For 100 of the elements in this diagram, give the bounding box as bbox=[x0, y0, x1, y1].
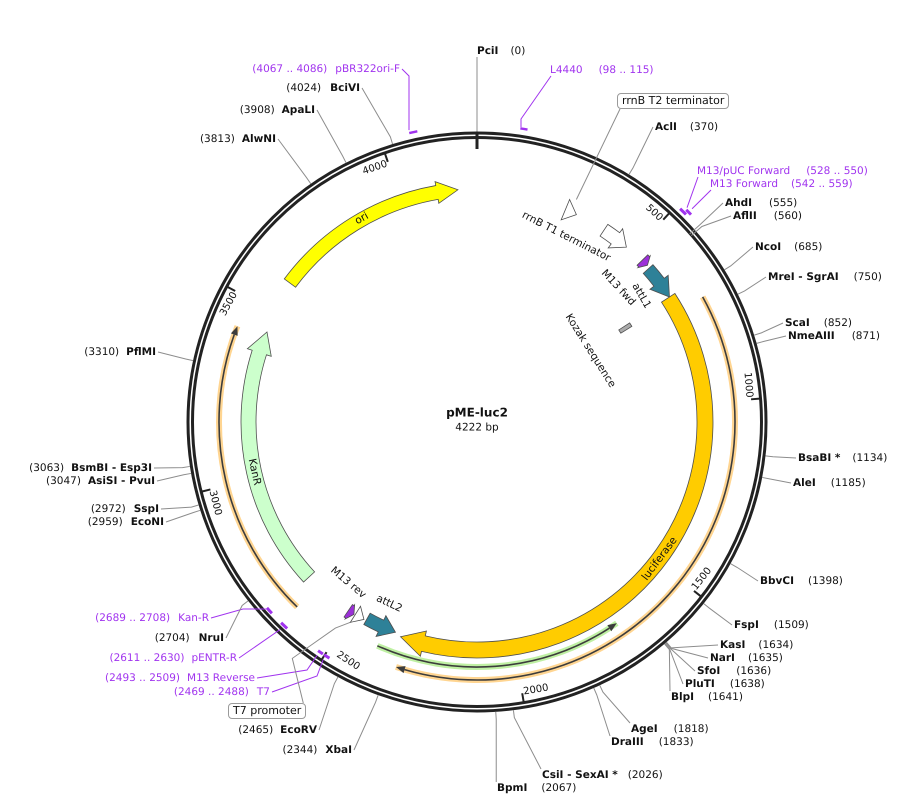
feature-block bbox=[363, 612, 396, 637]
tick-label: 3000 bbox=[206, 489, 224, 517]
restriction-enzyme-name: AflII bbox=[733, 210, 757, 222]
restriction-enzyme-name: BciVI bbox=[330, 82, 360, 94]
restriction-enzyme-name: PciI bbox=[477, 45, 498, 57]
restriction-enzyme-name: AsiSI - PvuI bbox=[88, 475, 155, 487]
restriction-enzyme-name: AgeI bbox=[631, 723, 658, 735]
primer-name: pBR322ori-F bbox=[335, 63, 400, 75]
primer-name: M13 Reverse bbox=[187, 672, 255, 684]
cut-site-position: (1638) bbox=[730, 678, 765, 690]
leader-line bbox=[756, 336, 786, 344]
leader-line bbox=[158, 352, 194, 362]
cut-site-position: (1509) bbox=[774, 619, 809, 631]
primer-name: L4440 bbox=[550, 64, 583, 76]
cut-site-position: (1635) bbox=[748, 652, 783, 664]
leader-line bbox=[256, 654, 318, 678]
restriction-enzyme-name: PluTI bbox=[685, 678, 715, 690]
leader-line bbox=[593, 688, 610, 736]
primer-position: (2611 .. 2630) bbox=[109, 652, 184, 664]
tick-label: 3500 bbox=[218, 290, 240, 318]
leader-line bbox=[765, 455, 796, 458]
cut-site-position: (3908) bbox=[240, 104, 275, 116]
leader-line bbox=[156, 472, 192, 482]
restriction-enzyme-name: FspI bbox=[734, 619, 759, 631]
restriction-enzyme-name: KasI bbox=[720, 639, 746, 651]
feature-block bbox=[350, 605, 364, 623]
primer-position: (542 .. 559) bbox=[790, 178, 853, 190]
tick-label: 1000 bbox=[742, 372, 756, 398]
primer-position: (2493 .. 2509) bbox=[105, 672, 180, 684]
leader-line bbox=[737, 276, 766, 295]
leader-line bbox=[476, 56, 478, 132]
primer-binding-mark bbox=[408, 130, 418, 134]
leader-line bbox=[762, 476, 792, 484]
leader-line bbox=[690, 216, 732, 236]
plasmid-name: pME-luc2 bbox=[446, 406, 508, 420]
leader-line bbox=[226, 600, 249, 638]
feature-label: attL2 bbox=[374, 593, 404, 615]
cut-site-position: (555) bbox=[769, 197, 798, 209]
restriction-enzyme-name: AleI bbox=[793, 477, 816, 489]
leader-line bbox=[402, 68, 410, 131]
leader-line bbox=[272, 658, 324, 692]
cut-site-position: (1634) bbox=[758, 639, 794, 651]
restriction-enzyme-name: BsmBI - Esp3I bbox=[71, 462, 152, 474]
cut-site-position: (1134) bbox=[852, 452, 888, 464]
cut-site-position: (4024) bbox=[286, 82, 322, 94]
feature-block bbox=[636, 254, 651, 268]
restriction-enzyme-name: CsiI - SexAI * bbox=[542, 769, 618, 781]
leader-line bbox=[160, 504, 200, 510]
restriction-enzyme-name: BsaBI * bbox=[798, 452, 840, 464]
feature-callout: rrnB T2 terminator bbox=[617, 93, 730, 109]
feature-label: ori bbox=[354, 211, 371, 228]
cut-site-position: (2465) bbox=[238, 724, 274, 736]
cut-site-position: (871) bbox=[852, 330, 880, 342]
cut-site-position: (1185) bbox=[830, 477, 866, 489]
primer-position: (2469 .. 2488) bbox=[174, 686, 249, 698]
primer-binding-mark bbox=[317, 649, 324, 656]
leader-line bbox=[362, 88, 394, 145]
restriction-enzyme-name: PflMI bbox=[126, 346, 156, 358]
leader-line bbox=[316, 110, 347, 164]
leader-line bbox=[754, 322, 784, 336]
primer-position: (4067 .. 4086) bbox=[252, 63, 328, 75]
leader-line bbox=[686, 176, 698, 208]
primer-binding-mark bbox=[520, 127, 528, 131]
tick-label: 4000 bbox=[360, 158, 388, 178]
leader-line bbox=[665, 642, 696, 672]
restriction-enzyme-name: DraIII bbox=[611, 736, 644, 748]
leader-line bbox=[210, 608, 266, 618]
cut-site-position: (1818) bbox=[674, 723, 709, 735]
primer-name: pENTR-R bbox=[191, 652, 237, 664]
restriction-enzyme-name: SspI bbox=[134, 503, 159, 515]
leader-line bbox=[520, 76, 552, 128]
cut-site-position: (2344) bbox=[282, 744, 318, 756]
cut-site-position: (685) bbox=[794, 241, 822, 253]
cut-site-position: (750) bbox=[854, 271, 882, 283]
leader-line bbox=[664, 643, 670, 692]
cut-site-position: (1636) bbox=[736, 665, 772, 677]
leader-line bbox=[576, 108, 620, 200]
leader-line bbox=[730, 563, 758, 582]
leader-line bbox=[724, 246, 754, 270]
restriction-enzyme-name: BbvCI bbox=[760, 575, 794, 587]
restriction-enzyme-name: EcoNI bbox=[130, 516, 164, 528]
primer-binding-mark bbox=[323, 654, 330, 660]
leader-line bbox=[666, 642, 708, 658]
cut-site-position: (3310) bbox=[84, 346, 120, 358]
cut-site-position: (1641) bbox=[708, 691, 743, 703]
leader-line bbox=[512, 710, 542, 770]
cut-site-position: (2026) bbox=[628, 769, 663, 781]
restriction-enzyme-name: AlwNI bbox=[242, 133, 276, 145]
leader-line bbox=[318, 676, 338, 730]
cut-site-position: (2959) bbox=[88, 516, 123, 528]
leader-line bbox=[666, 642, 718, 648]
leader-line bbox=[354, 694, 379, 750]
cut-site-position: (3813) bbox=[200, 133, 235, 145]
restriction-enzyme-name: BlpI bbox=[671, 691, 694, 703]
leader-line bbox=[664, 643, 684, 684]
cut-site-position: (852) bbox=[824, 317, 852, 329]
cut-site-position: (1833) bbox=[658, 736, 694, 748]
cut-site-position: (2067) bbox=[541, 782, 576, 794]
restriction-enzyme-name: NarI bbox=[710, 652, 735, 664]
feature-label: KanR bbox=[246, 458, 262, 487]
